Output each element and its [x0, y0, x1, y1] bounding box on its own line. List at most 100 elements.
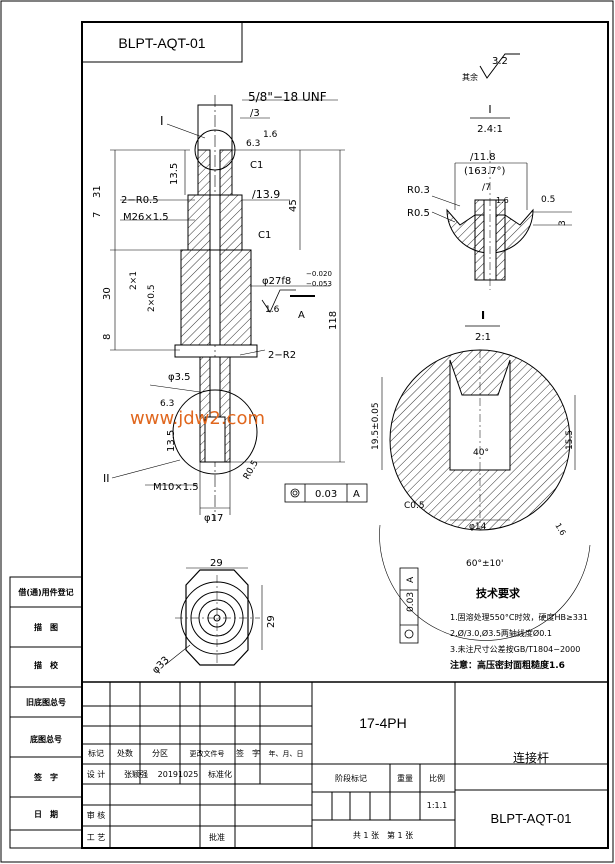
bottom-29-width: 29 — [210, 558, 223, 569]
dim-2x05: 2×0.5 — [147, 284, 157, 312]
detail-1-scale: 2.4:1 — [477, 124, 503, 135]
detail-2-15-5: 15.5 — [565, 430, 575, 450]
phi27-label: φ27f8 — [262, 276, 291, 287]
stamp-label-3: 描 校 — [34, 660, 59, 670]
general-finish-note: 其余 — [462, 72, 478, 82]
detail-1-163: (163.7°) — [464, 166, 506, 177]
detail-circle-2 — [172, 389, 258, 475]
detail-1-r03: R0.3 — [407, 185, 430, 196]
stamp-label-5: 底图总号 — [29, 734, 62, 744]
tb-process-label: 工 艺 — [87, 833, 106, 842]
watermark: www.jdw2.com — [130, 408, 265, 429]
drawing-number-top: BLPT-AQT-01 — [118, 35, 205, 51]
detail-1-view: I 2.4:1 /11.8 (163.7°) R0.3 R0.5 /7 1.6 … — [407, 103, 572, 290]
detail-2-angle40: 40° — [473, 448, 489, 458]
detail-1-7: /7 — [482, 183, 491, 193]
tb-header-5: 年、月、日 — [269, 749, 304, 758]
tb-design-std: 标准化 — [208, 769, 232, 779]
tb-header-1: 处数 — [117, 748, 133, 758]
stamp-label-2: 描 图 — [34, 622, 58, 632]
detail-2-scale: 2:1 — [475, 332, 491, 343]
detail-2-title: I — [481, 309, 485, 322]
tech-requirements: 技术要求 1.固溶处理550°C时效，硬度HB≥331 2.Ø/3.0,Ø3.5… — [450, 586, 588, 671]
finish-63-bot: 6.3 — [160, 399, 174, 409]
stamp-label-4: 旧底图总号 — [26, 697, 66, 707]
dim-31: 31 — [92, 185, 103, 198]
detail-2-angle60: 60°±10' — [466, 559, 503, 569]
phi27-lower: −0.053 — [306, 280, 332, 288]
dim-30: 30 — [102, 287, 113, 300]
tech-item-3: 3.未注尺寸公差按GB/T1804−2000 — [450, 644, 580, 654]
tb-header-3: 更改文件号 — [190, 749, 225, 758]
dim-3: /3 — [250, 108, 260, 119]
datum-a: A — [298, 310, 305, 321]
detail-2-19-5: 19.5±0.05 — [371, 402, 381, 450]
tb-scale-label: 比例 — [429, 773, 445, 783]
phi3-5-label: φ3.5 — [168, 372, 191, 383]
tol-value-main: 0.03 — [315, 489, 337, 500]
detail-marker-2: II — [103, 472, 110, 485]
tech-title: 技术要求 — [476, 586, 521, 600]
m26-label: M26×1.5 — [123, 212, 169, 223]
tb-design-label: 设 计 — [87, 769, 106, 779]
dim-13-9: /13.9 — [252, 188, 280, 201]
main-dim-lines — [110, 99, 345, 515]
c1-top: C1 — [250, 160, 263, 171]
bottom-view — [164, 567, 263, 666]
general-finish-value: 3.2 — [492, 56, 508, 67]
detail-2-view: I 2:1 19.5±0.05 15.5 40° C0.5 φ14 60°±10… — [371, 309, 591, 644]
detail-1-title: I — [488, 103, 491, 116]
r05-label: 2−R0.5 — [121, 195, 159, 206]
detail-1-finish: 1.6 — [496, 196, 509, 205]
detail-2-phi14: φ14 — [469, 522, 487, 532]
tol-datum-detail: A — [406, 576, 416, 583]
detail-1-3: 3 — [558, 220, 568, 226]
tolerance-frame-main: 0.03 A — [284, 483, 368, 503]
dim-13-5-top: 13.5 — [169, 163, 180, 185]
dim-13-5-bot: 13.5 — [166, 430, 177, 452]
stamp-label-1: 借(通)用件登记 — [17, 587, 73, 597]
detail-1-11-8: /11.8 — [470, 152, 496, 163]
dim-2x1: 2×1 — [129, 271, 139, 290]
stamp-label-6: 签 字 — [33, 772, 58, 782]
tb-weight-label: 重量 — [397, 773, 413, 783]
finish-63-top: 6.3 — [246, 139, 260, 149]
tech-item-1: 1.固溶处理550°C时效，硬度HB≥331 — [450, 612, 588, 622]
thread-label: 5/8"−18 UNF — [248, 90, 327, 104]
tb-approve-label: 批准 — [209, 832, 225, 842]
drawing-number-box — [81, 21, 243, 63]
m10-label: M10×1.5 — [153, 482, 199, 493]
tb-drawing-no: BLPT-AQT-01 — [491, 811, 572, 826]
dim-8: 8 — [102, 334, 113, 340]
detail-marker-1: I — [160, 114, 164, 128]
tb-part-name: 连接杆 — [513, 750, 549, 765]
tb-sheet-info: 共 1 张 第 1 张 — [353, 830, 413, 840]
tol-datum-main: A — [353, 489, 360, 500]
tech-process: 注意：高压密封面粗糙度1.6 — [450, 659, 565, 671]
tb-header-0: 标记 — [88, 748, 104, 758]
detail-1-r05: R0.5 — [407, 208, 430, 219]
stamp-label-7: 日 期 — [34, 809, 58, 819]
finish-16-mid: 1.6 — [265, 305, 280, 315]
detail-2-finish: 1.6 — [553, 522, 567, 538]
tol-value-detail: 0.03 — [406, 592, 416, 612]
main-view — [172, 95, 258, 520]
tb-stage-label: 阶段标记 — [335, 773, 367, 783]
r2-label: 2−R2 — [268, 350, 296, 361]
bottom-29-height: 29 — [266, 615, 277, 628]
tb-design-date: 20191025 — [158, 770, 199, 779]
tb-scale-value: 1:1.1 — [427, 801, 448, 810]
tb-header-2: 分区 — [152, 749, 168, 758]
tech-item-2: 2.Ø/3.0,Ø3.5两轴线度Ø0.1 — [450, 628, 552, 638]
detail-1-05: 0.5 — [541, 195, 555, 205]
left-stamp-column — [9, 576, 83, 849]
general-finish-symbol: 3.2 其余 — [462, 53, 520, 82]
tb-review-label: 审 核 — [87, 810, 106, 820]
bottom-phi33: φ33 — [150, 655, 171, 676]
tb-material: 17-4PH — [359, 715, 406, 731]
dim-45: 45 — [288, 199, 299, 212]
dim-7: 7 — [92, 212, 103, 218]
detail-2-c05: C0.5 — [404, 501, 425, 511]
